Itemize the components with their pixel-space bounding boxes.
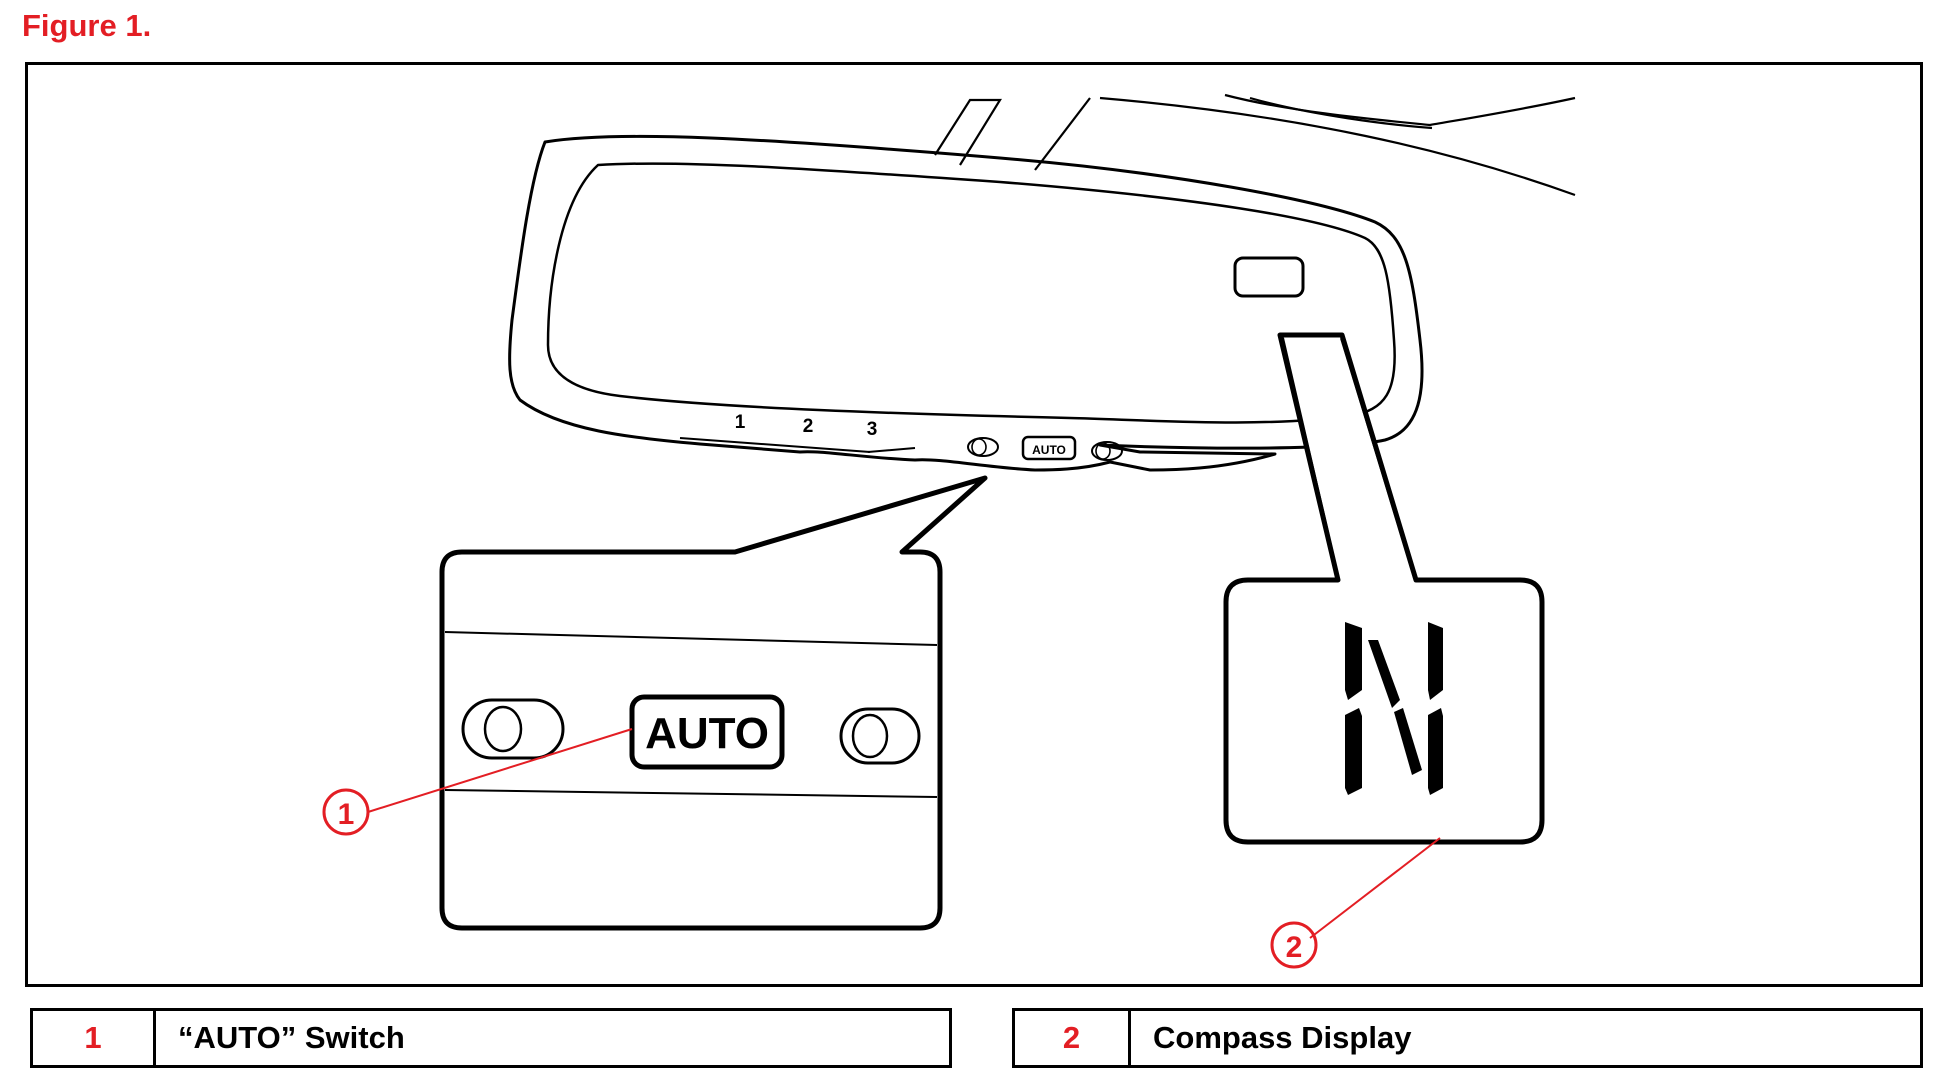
auto-switch-button: [629, 694, 785, 770]
legend-item-auto-switch: 1 “AUTO” Switch: [30, 1008, 952, 1068]
callout-1-marker: [322, 788, 370, 836]
legend-item-compass-display: 2 Compass Display: [1012, 1008, 1923, 1068]
compass-n-segments: [1345, 622, 1443, 795]
detail-left-switch: [461, 698, 565, 760]
mirror-preset-2: 2: [803, 416, 814, 437]
mirror-illustration: AUTO 1 2 3 AUTO N 1 2: [322, 93, 1576, 969]
windshield-lines: [934, 93, 1576, 197]
figure-title: Figure 1.: [22, 8, 152, 43]
detail-right-switch: [839, 707, 921, 765]
callout-1-number: 1: [338, 798, 355, 831]
callout-2-marker: [1270, 921, 1318, 969]
mirror-right-button: [1091, 441, 1123, 461]
callout-leaders: [322, 728, 1441, 969]
callout-2-number: 2: [1286, 931, 1303, 964]
mirror-preset-1: 1: [735, 412, 746, 433]
mirror-left-button: [967, 437, 999, 457]
auto-switch-label: AUTO: [645, 709, 769, 758]
legend-number-1: 1: [33, 1011, 156, 1065]
mirror-preset-3: 3: [867, 419, 878, 440]
compass-display-detail: [1223, 332, 1545, 845]
legend-label-2: Compass Display: [1153, 1020, 1412, 1055]
mirror-auto-button: [1021, 435, 1077, 461]
mirror-compass-window: [1233, 256, 1305, 298]
mirror-auto-label: AUTO: [1032, 443, 1066, 457]
figure-frame: [25, 62, 1923, 987]
auto-switch-detail: [439, 475, 988, 931]
rearview-mirror: [508, 134, 1424, 472]
legend-label-1: “AUTO” Switch: [178, 1020, 405, 1055]
legend-number-2: 2: [1015, 1011, 1131, 1065]
